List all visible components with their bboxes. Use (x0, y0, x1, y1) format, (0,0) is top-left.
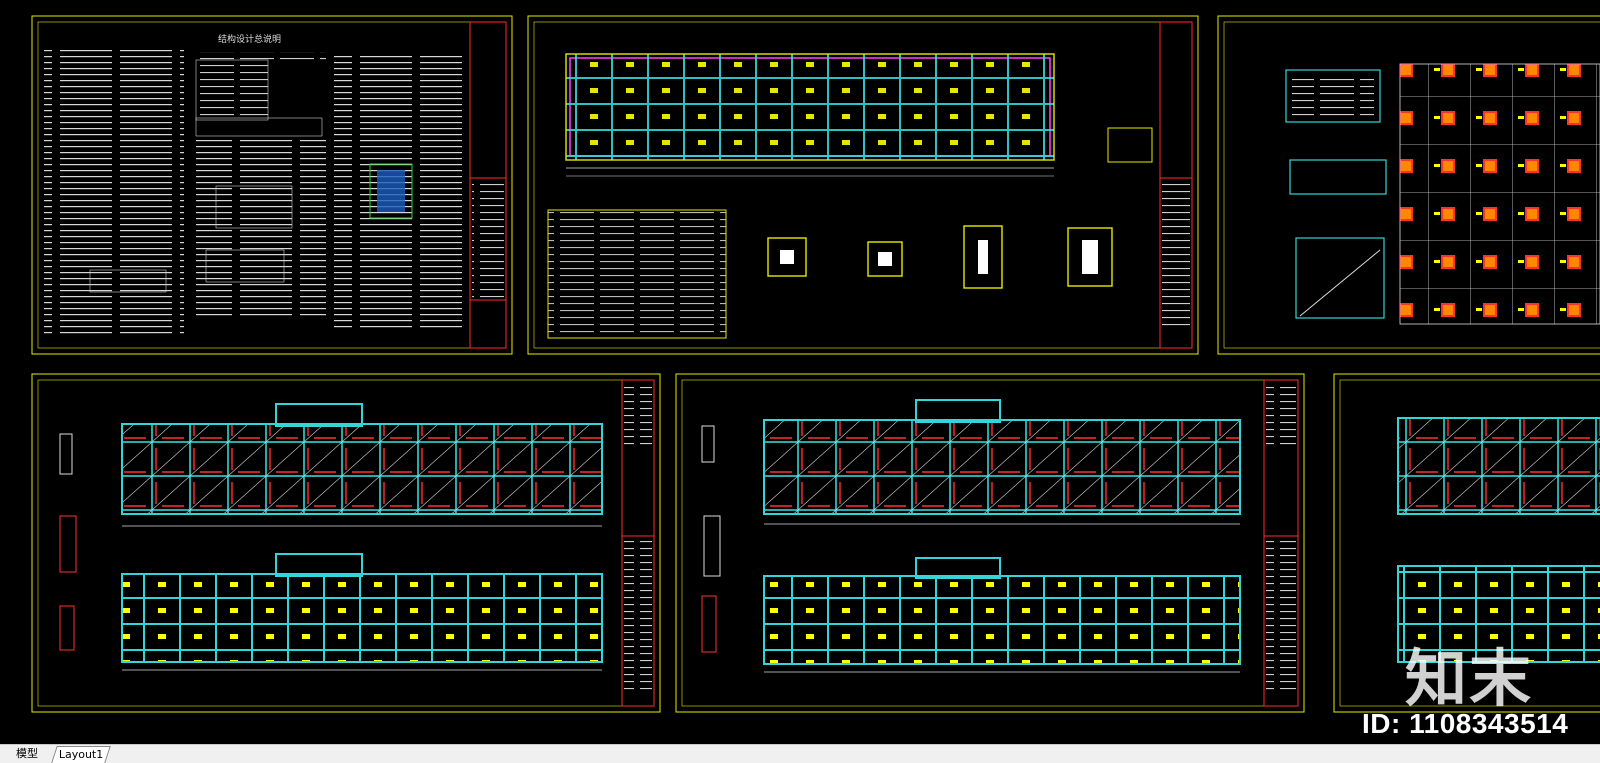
tab-layout1-label: Layout1 (58, 748, 104, 761)
sheet-floor-plan-3[interactable] (1333, 373, 1600, 713)
sheet-column-details[interactable] (1217, 15, 1600, 355)
watermark-id: ID: 1108343514 (1362, 708, 1569, 739)
sheet-title: 结构设计总说明 (218, 33, 281, 45)
tab-layout1[interactable]: Layout1 (51, 746, 111, 763)
sheet-foundation-plan[interactable] (527, 15, 1199, 355)
tab-model[interactable]: 模型 (16, 747, 38, 760)
sheet-floor-plan-2[interactable] (675, 373, 1305, 713)
sheet-design-notes[interactable]: 结构设计总说明 (31, 15, 513, 355)
layout-tab-bar: 模型 Layout1 (0, 744, 1600, 763)
watermark-logo: 知末 (1405, 642, 1534, 715)
drawing-canvas[interactable]: 结构设计总说明 (0, 0, 1600, 744)
sheet-floor-plan-1[interactable] (31, 373, 661, 713)
